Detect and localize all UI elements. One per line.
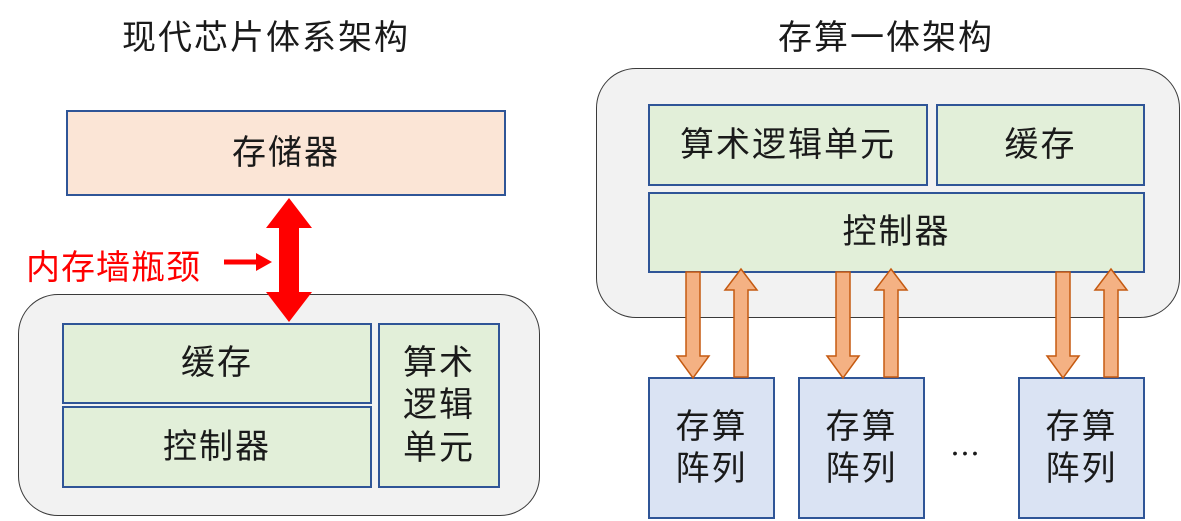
up-arrow-1 (723, 267, 759, 378)
compute-in-memory-array-1: 存算 阵列 (648, 377, 775, 519)
up-arrow-2 (873, 267, 909, 378)
alu-text-line-3: 单元 (403, 427, 475, 468)
array-1-line-1: 存算 (675, 406, 748, 447)
left-controller-block: 控制器 (62, 406, 372, 488)
right-alu-block: 算术逻辑单元 (648, 104, 928, 186)
memory-block: 存储器 (66, 110, 506, 196)
array-3-line-2: 阵列 (1045, 449, 1118, 489)
array-3-line-1: 存算 (1045, 406, 1118, 447)
left-diagram-title: 现代芯片体系架构 (122, 18, 410, 58)
down-arrow-2 (825, 271, 861, 380)
alu-text-line-1: 算术 (403, 342, 475, 383)
array-1-line-2: 阵列 (675, 449, 748, 489)
up-arrow-3 (1093, 267, 1129, 378)
down-arrow-3 (1045, 271, 1081, 380)
array-2-line-2: 阵列 (825, 449, 898, 489)
alu-text-line-2: 逻辑 (403, 385, 475, 426)
bottleneck-pointer-head (256, 253, 272, 271)
ellipsis: … (950, 428, 980, 463)
right-cache-block: 缓存 (936, 104, 1145, 186)
right-controller-block: 控制器 (648, 192, 1145, 273)
memory-wall-double-arrow (266, 198, 312, 322)
compute-in-memory-array-3: 存算 阵列 (1018, 377, 1145, 519)
array-2-line-1: 存算 (825, 406, 898, 447)
right-diagram-title: 存算一体架构 (778, 18, 994, 58)
memory-wall-bottleneck-label: 内存墙瓶颈 (26, 248, 201, 288)
left-alu-block: 算术 逻辑 单元 (378, 323, 500, 488)
down-arrow-1 (675, 271, 711, 380)
compute-in-memory-array-2: 存算 阵列 (798, 377, 925, 519)
left-cache-block: 缓存 (62, 323, 372, 404)
